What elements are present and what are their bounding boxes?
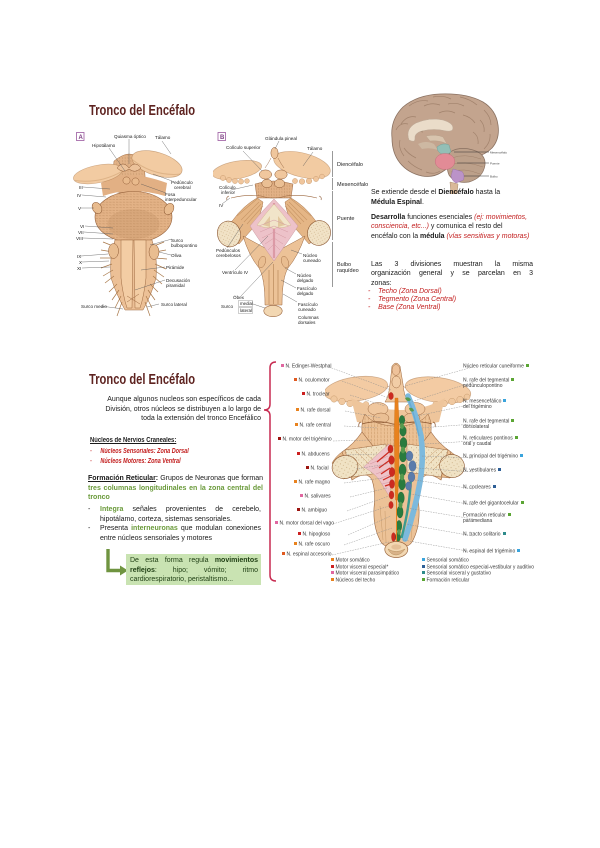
- svg-text:IV: IV: [219, 203, 224, 208]
- svg-text:medial: medial: [240, 301, 253, 306]
- svg-text:IX: IX: [77, 254, 81, 259]
- svg-text:Hipotálamo: Hipotálamo: [92, 143, 116, 148]
- svg-text:inferior: inferior: [221, 190, 236, 195]
- svg-text:VI: VI: [80, 224, 84, 229]
- svg-text:Núcleo: Núcleo: [297, 273, 312, 278]
- svg-text:Surco lateral: Surco lateral: [161, 302, 187, 307]
- svg-text:Glándula pineal: Glándula pineal: [265, 136, 297, 141]
- svg-text:Colículo superior: Colículo superior: [226, 145, 261, 150]
- svg-text:Surco medio: Surco medio: [81, 304, 107, 309]
- svg-text:VII: VII: [78, 230, 84, 235]
- svg-text:Núcleo: Núcleo: [303, 253, 318, 258]
- svg-text:V: V: [78, 206, 82, 211]
- svg-text:Decusación: Decusación: [166, 278, 190, 283]
- svg-text:Fosa: Fosa: [165, 192, 176, 197]
- svg-text:Colículo: Colículo: [219, 185, 236, 190]
- svg-text:Puente: Puente: [490, 161, 500, 165]
- svg-text:dorsales: dorsales: [298, 320, 316, 325]
- svg-text:lateral: lateral: [240, 308, 252, 313]
- svg-text:Pedúnculo: Pedúnculo: [171, 180, 193, 185]
- svg-text:Tálamo: Tálamo: [155, 135, 171, 140]
- svg-text:III: III: [79, 185, 83, 190]
- svg-text:Fascículo: Fascículo: [297, 286, 317, 291]
- svg-text:Mesencéfalo: Mesencéfalo: [490, 150, 507, 154]
- svg-text:IV: IV: [77, 193, 82, 198]
- svg-text:delgado: delgado: [297, 278, 314, 283]
- svg-text:cerebelosos: cerebelosos: [216, 253, 241, 258]
- svg-text:Surco: Surco: [221, 304, 233, 309]
- svg-text:cuneado: cuneado: [303, 258, 321, 263]
- svg-text:Ventrículo IV: Ventrículo IV: [222, 270, 249, 275]
- svg-text:cuneado: cuneado: [298, 307, 316, 312]
- svg-text:bulbopontino: bulbopontino: [171, 243, 198, 248]
- svg-text:interpeduncular: interpeduncular: [165, 197, 197, 202]
- svg-text:Fascículo: Fascículo: [298, 302, 318, 307]
- svg-text:VIII: VIII: [76, 236, 83, 241]
- svg-text:Surco: Surco: [171, 238, 183, 243]
- svg-text:A: A: [79, 135, 84, 141]
- svg-text:XI: XI: [77, 266, 81, 271]
- svg-text:Quiasma óptico: Quiasma óptico: [114, 134, 146, 139]
- svg-text:cerebral: cerebral: [174, 185, 191, 190]
- svg-text:Bulbo: Bulbo: [490, 174, 498, 178]
- svg-text:B: B: [220, 135, 225, 141]
- svg-text:Tálamo: Tálamo: [307, 146, 323, 151]
- svg-text:Pirámide: Pirámide: [166, 265, 185, 270]
- svg-text:X: X: [79, 260, 82, 265]
- svg-text:Pedúnculos: Pedúnculos: [216, 248, 241, 253]
- svg-text:Columnas: Columnas: [298, 315, 319, 320]
- svg-text:delgado: delgado: [297, 291, 314, 296]
- svg-text:Oliva: Oliva: [171, 253, 182, 258]
- svg-text:Óbex: Óbex: [233, 294, 245, 300]
- svg-text:piramidal: piramidal: [166, 283, 185, 288]
